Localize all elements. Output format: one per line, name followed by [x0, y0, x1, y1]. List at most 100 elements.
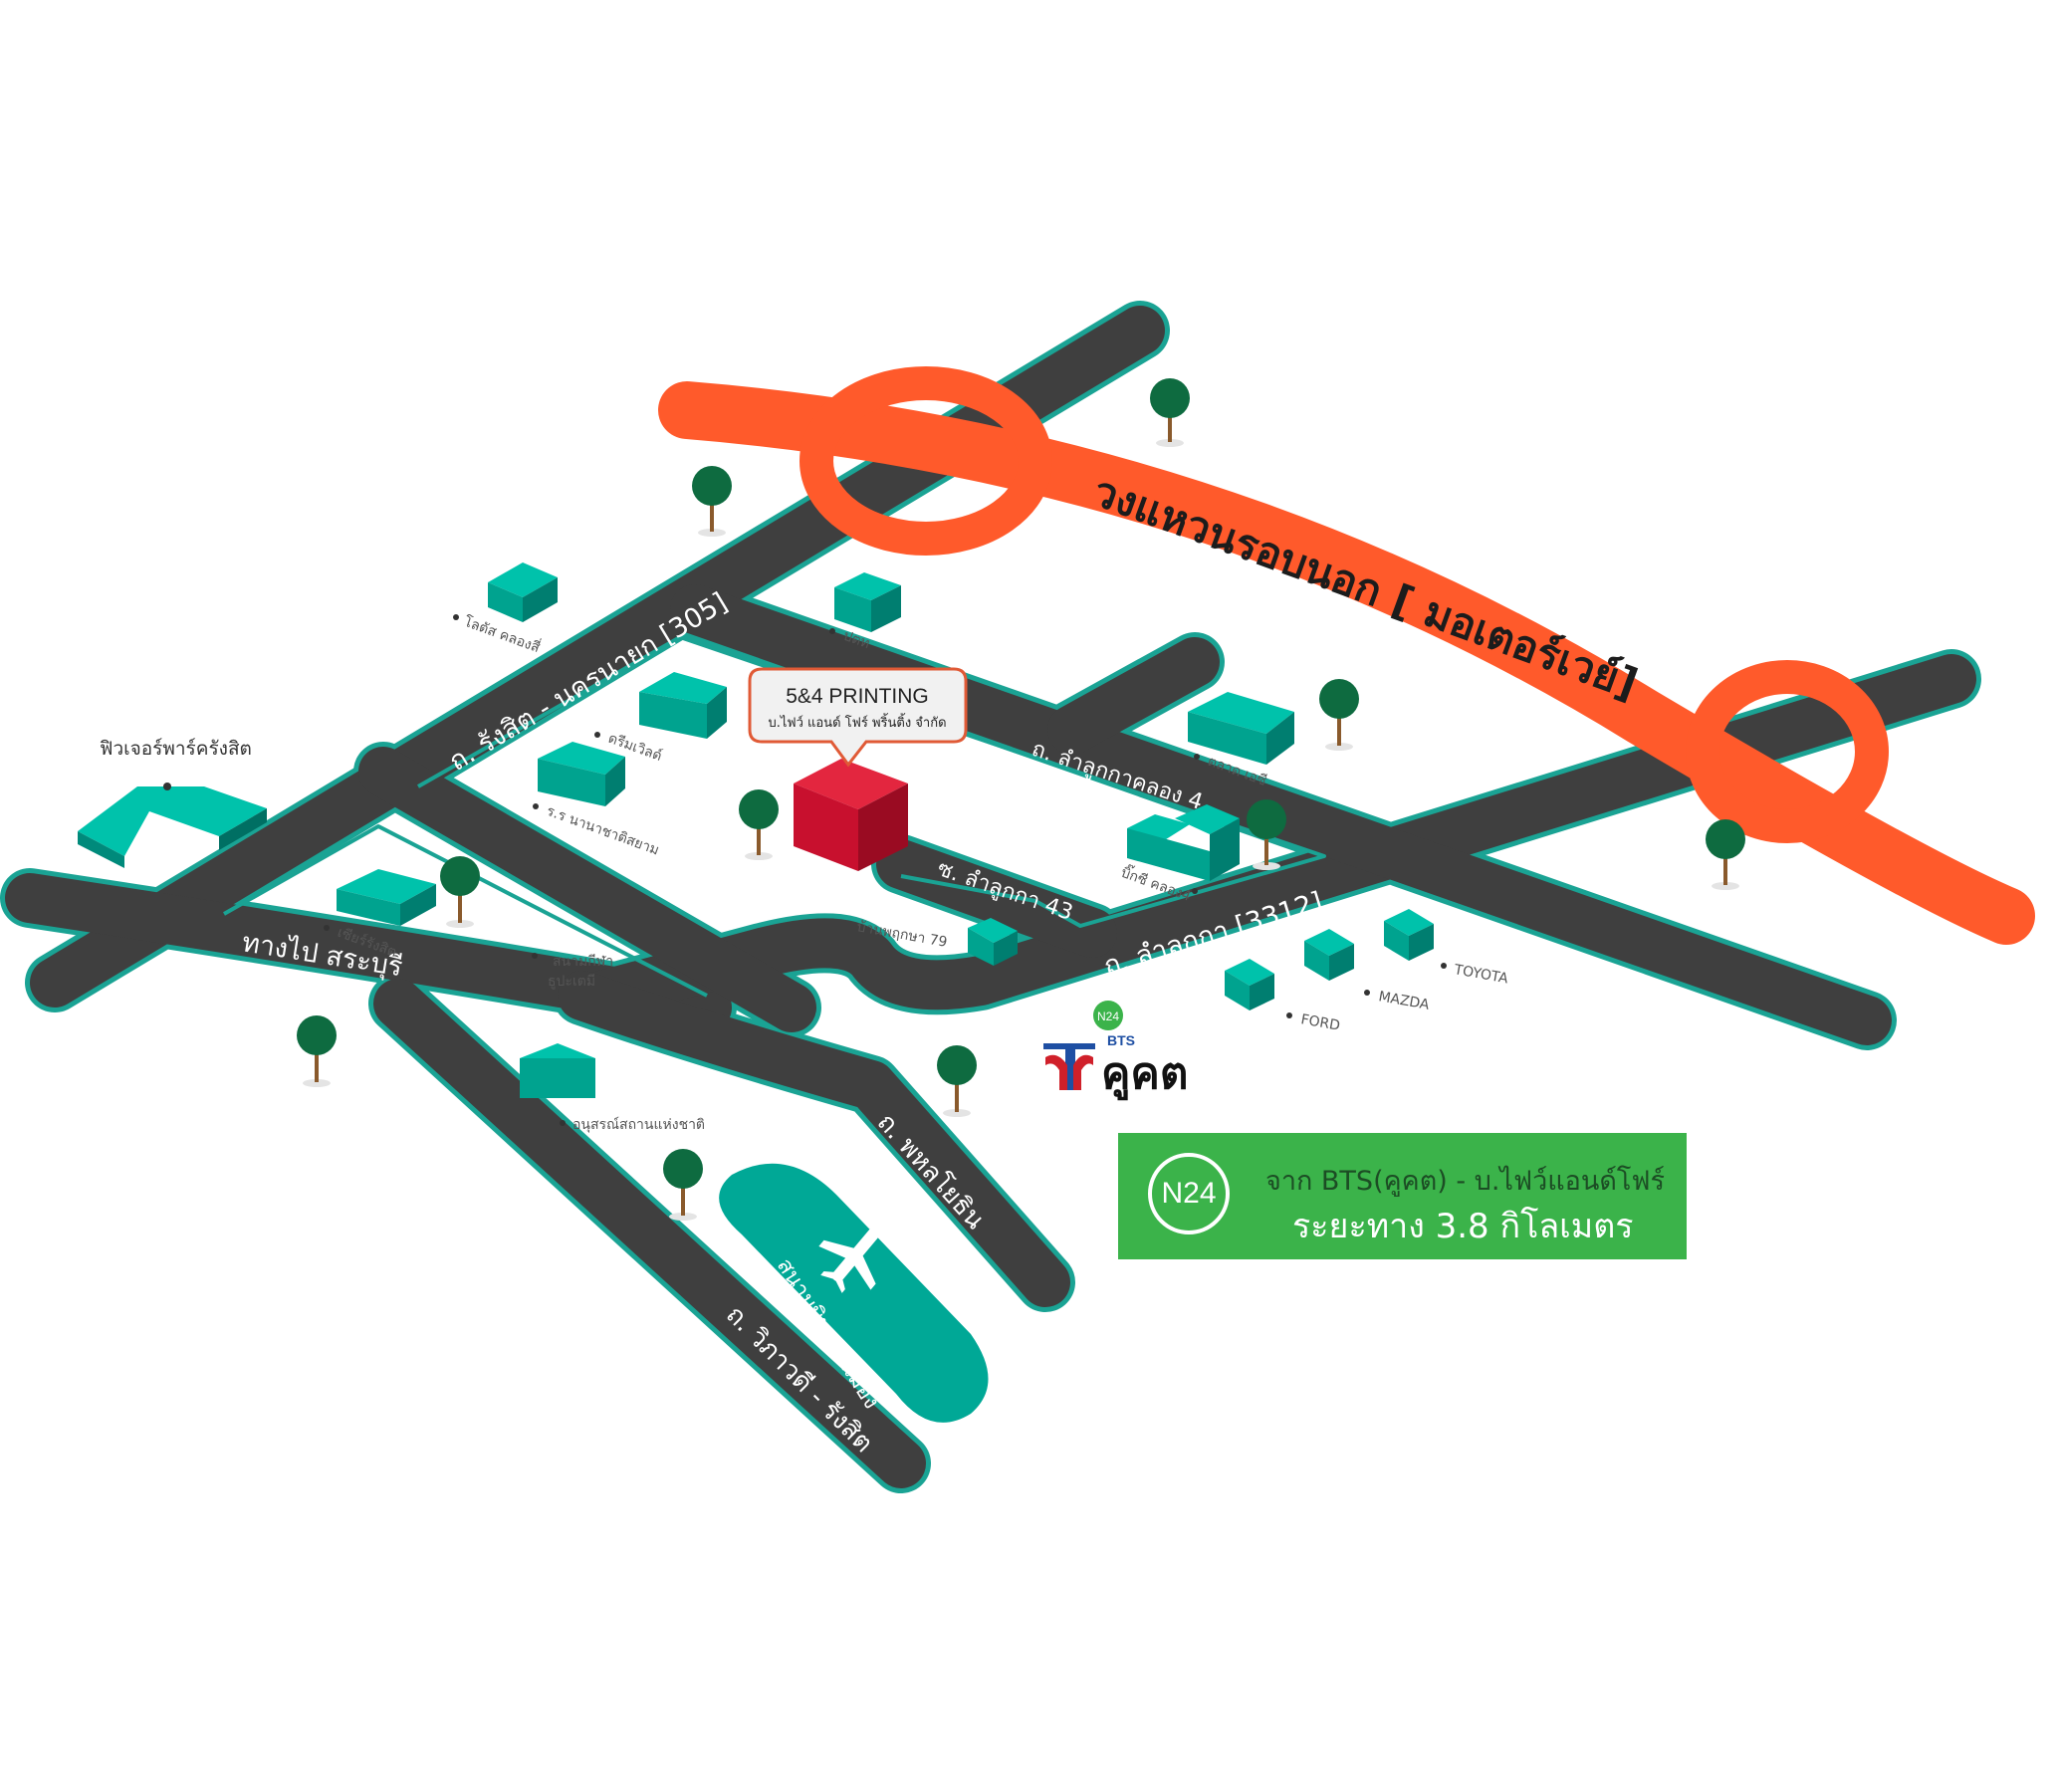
mazda-left: [1304, 941, 1329, 981]
baan-top: [968, 918, 1018, 943]
future-park-dot: [163, 783, 171, 790]
bigc-front: [1127, 828, 1210, 881]
label-mazda: MAZDA: [1377, 989, 1431, 1013]
school-left: [538, 759, 605, 806]
callout-title: 5&4 PRINTING: [786, 685, 929, 708]
tree-icon: [739, 789, 779, 860]
bts-brand: BTS: [1107, 1032, 1135, 1048]
ford-top: [1225, 959, 1274, 986]
route-info-badge: N24: [1148, 1153, 1230, 1234]
ford-dot: [1286, 1012, 1292, 1018]
ring-interchange-east: [1686, 660, 1889, 843]
central-right: [400, 884, 436, 926]
building-dream-world: [639, 672, 727, 739]
label-future-park: ฟิวเจอร์พาร์ครังสิต: [100, 738, 252, 760]
ptt-top: [834, 572, 901, 600]
central-left: [337, 889, 400, 926]
lotus-dot: [453, 614, 459, 620]
target-top: [794, 759, 908, 809]
label-lotus: โลตัส คลองสี่: [462, 612, 544, 656]
market-right: [1266, 712, 1294, 765]
mazda-top: [1304, 929, 1354, 956]
dreamworld-right: [707, 687, 727, 739]
baan-left: [968, 928, 994, 966]
building-school: [538, 742, 625, 806]
route-info-line2: ระยะทาง 3.8 กิโลเมตร: [1292, 1207, 1634, 1246]
ring-interchange-west: [800, 366, 1052, 556]
lotus-right: [523, 577, 558, 622]
ring-road-main: [658, 381, 2035, 945]
route-info-line1: จาก BTS(คูคต) - บ.ไฟว์แอนด์โฟร์: [1265, 1166, 1666, 1197]
mazda-right: [1329, 944, 1354, 981]
bigc-dot: [1192, 888, 1198, 894]
building-ptt: [834, 572, 901, 632]
dreamworld-top: [639, 672, 727, 704]
route-info-box: N24 จาก BTS(คูคต) - บ.ไฟว์แอนด์โฟร์ ระยะ…: [1118, 1133, 1687, 1259]
school-top: [538, 742, 625, 775]
building-target-5and4: [794, 759, 908, 871]
tree-icon: [663, 1149, 703, 1221]
bts-station-code: N24: [1097, 1009, 1119, 1023]
road-side-branch-surface: [1047, 637, 1220, 755]
road-phahonyothin-surface: [558, 971, 1070, 1307]
market-left: [1188, 712, 1266, 765]
callout-subtitle: บ.ไฟว์ แอนด์ โฟร์ พริ้นติ้ง จำกัด: [768, 713, 946, 731]
building-central: [337, 869, 436, 926]
building-big-c: [1127, 804, 1240, 881]
bigc-top-b: [1175, 804, 1240, 834]
tree-icon: [297, 1015, 337, 1087]
toyota-dot: [1441, 963, 1447, 969]
baan-right: [994, 931, 1018, 966]
lotus-top: [488, 562, 558, 597]
tree-icon: [440, 856, 480, 928]
dreamworld-left: [639, 692, 707, 739]
lotus-left: [488, 582, 523, 622]
tree-icon: [1706, 819, 1745, 890]
stadium-dot: [532, 953, 538, 959]
toyota-right: [1409, 924, 1434, 961]
ford-left: [1225, 971, 1250, 1010]
monument-dot: [560, 1120, 566, 1126]
trees: [297, 378, 1745, 1221]
airplane-icon: [818, 1227, 880, 1293]
toyota-top: [1384, 909, 1434, 936]
tree-icon: [1247, 799, 1286, 870]
block-outline-west: [223, 824, 708, 998]
dreamworld-dot: [594, 732, 600, 738]
airport-runway-shape: [719, 1163, 989, 1423]
road-soi-43-surface: [876, 839, 1117, 958]
future-park-front: [78, 831, 124, 868]
mazda-dot: [1364, 990, 1370, 996]
bigc-right: [1210, 818, 1240, 881]
toyota-left: [1384, 921, 1409, 961]
central-top: [337, 869, 436, 904]
building-market: [1188, 692, 1294, 765]
ptt-dot: [829, 628, 835, 634]
building-monument: [520, 1043, 595, 1098]
bigc-top-a: [1127, 814, 1190, 841]
building-mazda: [1304, 929, 1354, 981]
market-dot: [1194, 754, 1200, 760]
market-top: [1188, 692, 1294, 734]
monument-body: [520, 1058, 595, 1098]
block-outlines: [223, 635, 1326, 998]
buildings: [78, 562, 1434, 1098]
school-right: [605, 757, 625, 806]
ptt-right: [871, 585, 901, 632]
road-inner-link-surface: [358, 747, 816, 1032]
building-future-park: [78, 783, 267, 868]
tree-icon: [1150, 378, 1190, 447]
route-info-badge-text: N24: [1161, 1177, 1217, 1210]
label-stadium-1: สนามกีฬา: [553, 954, 613, 970]
building-ford: [1225, 959, 1274, 1010]
target-front: [794, 784, 858, 871]
tree-icon: [692, 466, 732, 537]
ptt-left: [834, 587, 871, 632]
label-toyota: TOYOTA: [1452, 962, 1509, 987]
tree-icon: [937, 1045, 977, 1117]
target-callout: 5&4 PRINTING บ.ไฟว์ แอนด์ โฟร์ พริ้นติ้ง…: [748, 667, 968, 768]
school-dot: [533, 803, 539, 809]
building-baan-pruksa: [968, 918, 1018, 966]
callout-bubble: [748, 667, 968, 768]
